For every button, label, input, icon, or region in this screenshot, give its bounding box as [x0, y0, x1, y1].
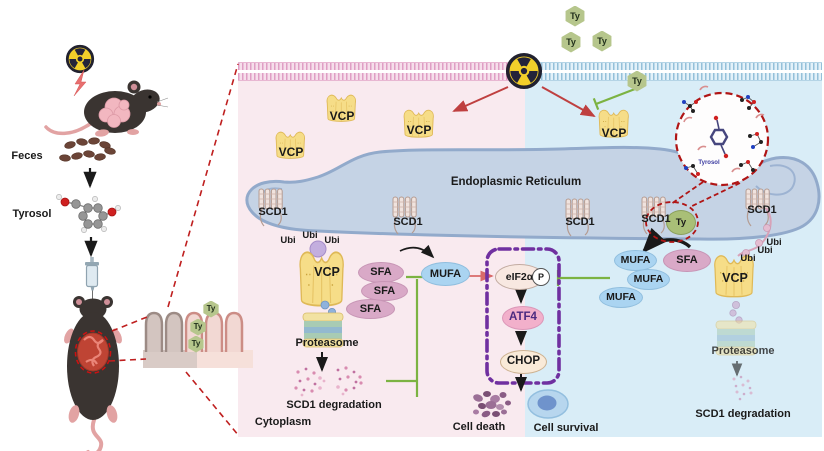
irradiated-mouse [44, 80, 169, 137]
ty-label: Ty [206, 304, 216, 313]
vcp-label-right: VCP [722, 271, 748, 285]
substrate-thread-right [729, 300, 743, 324]
phospho-label: P [537, 271, 544, 282]
feces-icon [59, 137, 116, 162]
scd1-label-b: SCD1 [393, 216, 423, 228]
cell-survival-label: Cell survival [533, 422, 599, 434]
ty-hexagon-top-3: Ty [592, 30, 612, 52]
mufa-inhibits-eif2a-line [556, 270, 610, 286]
ubi-label-r1: Ubi [766, 237, 782, 248]
proteasome-label-right: Proteasome [711, 345, 775, 357]
scd1-label-a: SCD1 [258, 206, 288, 218]
radiation-icon-left [65, 44, 95, 74]
mufa-pill-right-3: MUFA [599, 287, 643, 308]
vcp-label-big-left: VCP [314, 265, 340, 279]
scd1-degradation-label-right: SCD1 degradation [695, 408, 791, 420]
eif2a-label: eIF2α [505, 270, 534, 283]
ubi-label-l3: Ubi [324, 235, 340, 246]
ty-label: Ty [632, 75, 642, 86]
scd1-ty-dashed-circle [645, 201, 699, 243]
mufa-pill-right-2: MUFA [627, 269, 670, 290]
arrow-scd1-to-mufa-left [399, 244, 435, 259]
sfa-pill-left-1: SFA [358, 262, 404, 283]
ty-oval-on-scd1: Ty [666, 210, 696, 235]
degradation-dots-left [294, 366, 363, 397]
sfa-label: SFA [370, 266, 392, 278]
sfa-label: SFA [359, 302, 382, 315]
ty-hexagon-villi-1: Ty [203, 300, 219, 318]
ty-inhibits-vcp-line [592, 87, 636, 111]
callout-dashed-lines [108, 63, 240, 437]
ubiquitin-beads-right [742, 224, 771, 257]
cell-death-label: Cell death [452, 421, 506, 433]
atf4-pill: ATF4 [502, 306, 544, 330]
mufa-pill-right-1: MUFA [614, 250, 657, 271]
ty-hexagon-membrane: Ty [627, 70, 647, 92]
plasma-membrane-left [238, 62, 525, 81]
docking-tyrosol-label: Tyrosol [698, 160, 720, 166]
sfa-label: SFA [676, 254, 698, 266]
sfa-pill-left-3: SFA [346, 299, 395, 319]
radiation-icon-top [505, 52, 543, 90]
docking-inset [674, 85, 770, 187]
mufa-label: MUFA [620, 254, 651, 267]
atf4-label: ATF4 [509, 311, 537, 324]
ty-label: Ty [570, 10, 580, 21]
tyrosol-label: Tyrosol [12, 208, 52, 220]
treated-mouse-top-view [64, 296, 122, 451]
scd1-label-ty: SCD1 [641, 213, 671, 225]
docking-callout-line-1 [670, 181, 704, 205]
scd1-label-right: SCD1 [747, 204, 777, 216]
vcp-label-2: VCP [406, 123, 432, 137]
scd1-degradation-label-left: SCD1 degradation [286, 399, 382, 411]
ty-label: Ty [597, 35, 607, 46]
syringe-icon [85, 257, 99, 301]
intestinal-villi [143, 311, 253, 368]
ubi-label-r3: Ubi [740, 253, 756, 264]
ty-hexagon-villi-3: Ty [188, 335, 204, 353]
intestine-blob [74, 330, 112, 374]
mufa-pill-left: MUFA [421, 262, 470, 286]
mufa-label: MUFA [429, 267, 462, 280]
sfa-label: SFA [373, 284, 396, 297]
vcp-label-blue: VCP [601, 126, 627, 140]
ty-hexagon-top-1: Ty [565, 5, 585, 27]
ubiquitinated-substrate [309, 240, 327, 258]
ty-hexagon-villi-2: Ty [190, 318, 206, 336]
phospho-circle: P [532, 268, 550, 286]
radiation-arrow-right [541, 86, 596, 117]
ubi-label-l1: Ubi [280, 235, 296, 246]
degradation-dots-right [732, 375, 753, 401]
ty-hexagon-top-2: Ty [561, 31, 581, 53]
cytoplasm-label: Cytoplasm [254, 416, 312, 428]
mufa-label: MUFA [606, 291, 636, 304]
cell-death-blob [473, 391, 511, 418]
sfa-pill-left-2: SFA [361, 281, 408, 301]
plasma-membrane-right [525, 62, 822, 81]
lightning-bolt-icon [73, 69, 87, 97]
arrow-sfa-to-mufa-right [641, 227, 692, 254]
sfa-pill-right: SFA [663, 249, 711, 272]
ty-label: Ty [191, 339, 201, 348]
radiation-arrow-left [452, 86, 509, 112]
vcp-label-1: VCP [329, 109, 355, 123]
docking-callout-line-2 [689, 182, 741, 208]
feces-label: Feces [11, 150, 43, 162]
ty-label: Ty [675, 216, 687, 228]
irradiated-organ [98, 97, 131, 128]
mufa-label: MUFA [633, 273, 664, 286]
chop-label: CHOP [506, 355, 541, 368]
chop-pill: CHOP [500, 350, 547, 374]
vcp-label-3: VCP [278, 145, 304, 159]
ty-label: Ty [193, 322, 203, 331]
proteasome-label-left: Proteasome [295, 337, 359, 349]
er-label: Endoplasmic Reticulum [450, 176, 582, 188]
tyrosol-molecule [56, 194, 121, 233]
ubi-label-l2: Ubi [302, 230, 318, 241]
scd1-label-c: SCD1 [565, 216, 595, 228]
ubi-label-r2: Ubi [757, 245, 773, 256]
ty-label: Ty [566, 36, 576, 47]
cell-survival-cell [527, 389, 569, 419]
